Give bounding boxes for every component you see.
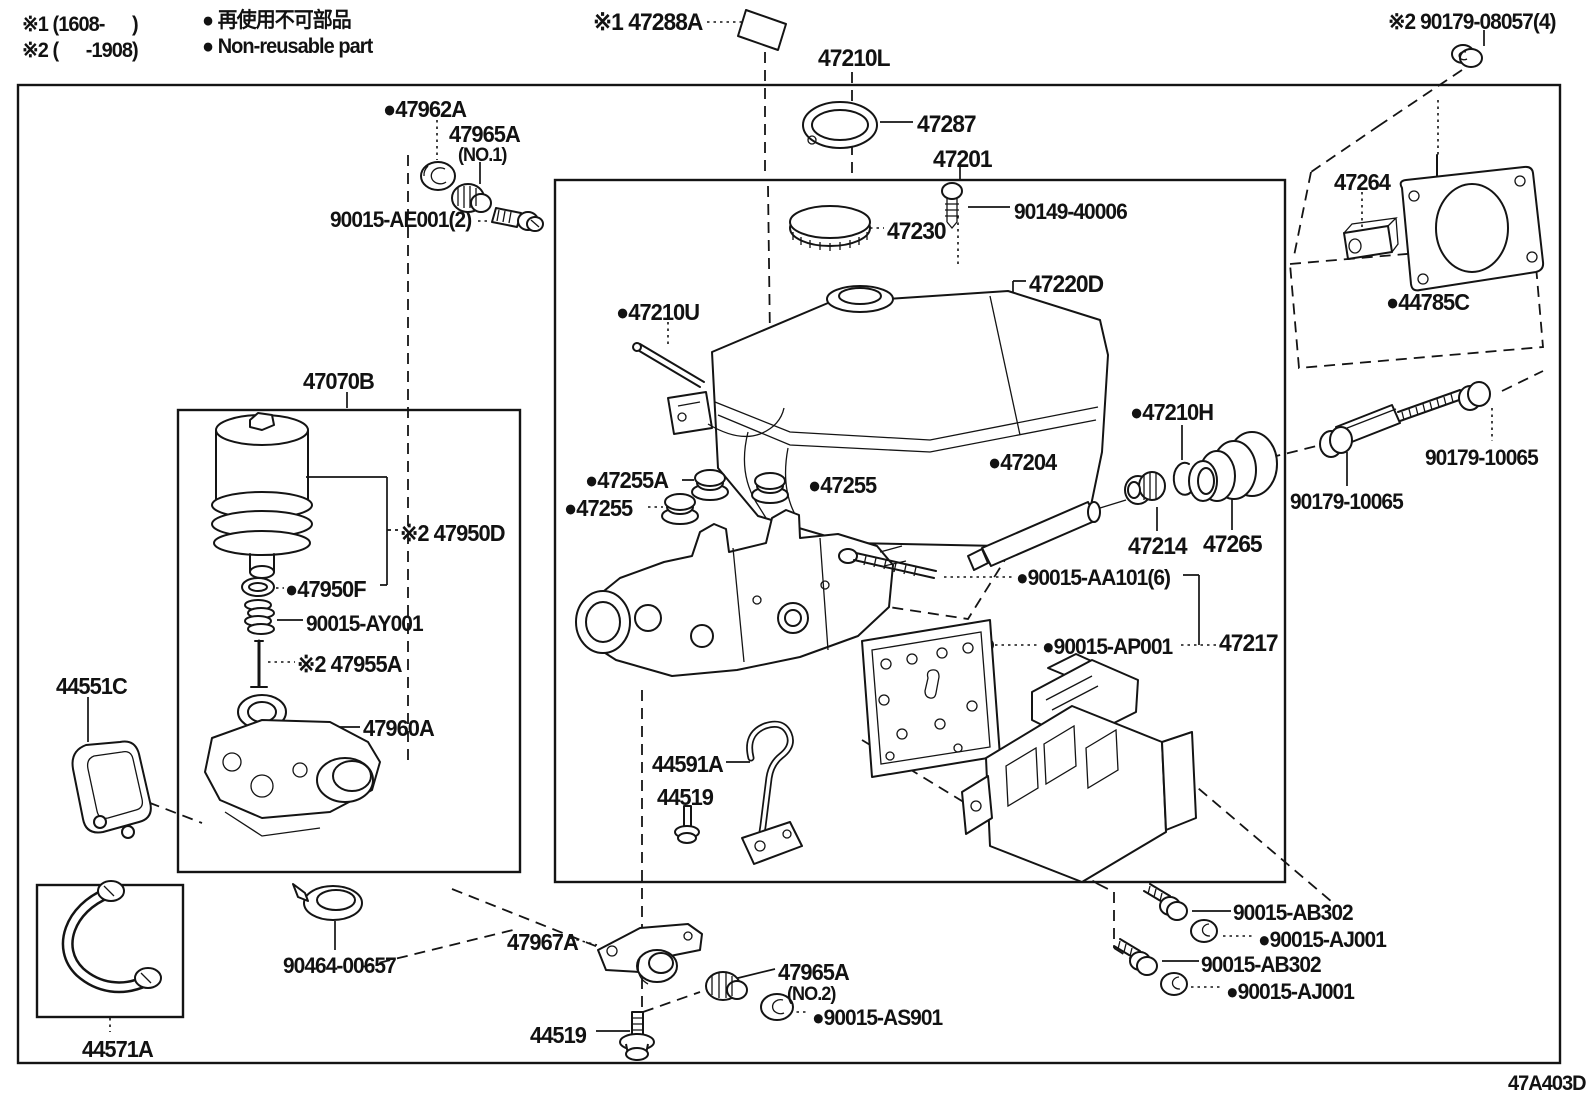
bolt-90015-AB302-upper-drawing <box>1143 883 1188 921</box>
label-47201: 47201 <box>933 146 993 173</box>
label-47204: ●47204 <box>988 449 1057 475</box>
label-47950D: ※2 47950D <box>400 520 505 546</box>
label-47950F: ●47950F <box>285 576 367 602</box>
label-47965A-no2-sub: (NO.2) <box>787 984 836 1005</box>
label-47230: 47230 <box>887 218 947 245</box>
label-47210U: ●47210U <box>616 299 700 325</box>
label-47070B: 47070B <box>303 368 375 394</box>
label-47288A: ※1 47288A <box>593 9 703 36</box>
diagram-code: 47A403D <box>1508 1072 1587 1095</box>
pipe-44591A-drawing <box>741 720 803 865</box>
label-47962A: ●47962A <box>383 96 467 122</box>
label-47965A-no1-sub: (NO.1) <box>458 145 507 166</box>
nut-90179-08057-drawing <box>1451 44 1483 68</box>
label-90149-40006: 90149-40006 <box>1014 199 1128 224</box>
hose-44571A-drawing <box>61 880 162 994</box>
label-47255-left: ●47255 <box>564 495 633 521</box>
label-47965A-no2: 47965A <box>778 959 850 985</box>
label-90464-00657: 90464-00657 <box>283 953 397 978</box>
label-47217: 47217 <box>1219 630 1279 657</box>
level-sensor-47210U-drawing <box>632 342 785 438</box>
label-90015-AJ001-upper: ●90015-AJ001 <box>1258 927 1387 952</box>
cap-47230-drawing <box>789 205 871 251</box>
label-47220D: 47220D <box>1029 271 1104 298</box>
booster-pump-47960A-drawing <box>204 694 381 837</box>
screw-90149-40006-drawing <box>941 182 963 230</box>
label-90015-AB302-upper: 90015-AB302 <box>1233 900 1354 925</box>
pin-47955A-drawing <box>250 639 268 688</box>
grommet-47965A-no1-drawing <box>451 183 492 213</box>
abs-actuator-drawing <box>961 653 1197 883</box>
label-47214: 47214 <box>1128 533 1188 560</box>
pushrod-90179-10065-drawing <box>1319 381 1491 458</box>
label-44785C: ●44785C <box>1386 289 1470 315</box>
note-asterisk2: ※2 ( -1908) <box>22 39 139 62</box>
label-47955A: ※2 47955A <box>297 651 402 677</box>
construction-lines <box>131 52 1544 1020</box>
master-cylinder-body-drawing <box>575 509 907 677</box>
cap-90015-AJ001-lower-drawing <box>1160 972 1188 996</box>
cap-90015-AJ001-upper-drawing <box>1190 919 1218 943</box>
clamp-44551C-drawing <box>71 740 152 839</box>
grommet-47965A-no2-drawing <box>705 971 748 1001</box>
label-90015-AA101: ●90015-AA101(6) <box>1016 565 1171 590</box>
label-47255-right: ●47255 <box>808 472 877 498</box>
label-90179-10065-right: 90179-10065 <box>1425 445 1539 470</box>
legend-non-reusable-jp: ● 再使用不可部品 <box>202 9 352 32</box>
reservoir-tank-47220D-drawing <box>711 285 1109 547</box>
bolt-44519-upper-drawing <box>674 805 700 844</box>
clamp-90464-00657-drawing <box>292 883 363 921</box>
label-47965A-no1: 47965A <box>449 121 521 147</box>
label-47967A: 47967A <box>507 929 579 955</box>
bolt-44519-lower-drawing <box>619 1011 655 1061</box>
pushrod-47204-drawing <box>967 499 1127 571</box>
seal-plate-47288A-drawing <box>737 9 787 51</box>
label-44571A: 44571A <box>82 1036 154 1062</box>
spring-90015-AY001-drawing <box>244 599 275 635</box>
label-47264: 47264 <box>1334 169 1391 195</box>
label-47255A: ●47255A <box>585 467 669 493</box>
label-90179-10065-left: 90179-10065 <box>1290 489 1404 514</box>
bracket-47967A-drawing <box>597 923 703 985</box>
oring-47950F-drawing <box>241 577 275 597</box>
oring-47210H-drawing <box>1172 461 1192 496</box>
gasket-plate-44785C-drawing <box>1399 154 1545 292</box>
legend-non-reusable-en: ● Non-reusable part <box>202 35 373 58</box>
label-90015-AE001: 90015-AE001(2) <box>330 207 472 232</box>
accumulator-47950D-drawing <box>211 412 313 579</box>
label-90015-AY001: 90015-AY001 <box>306 611 424 636</box>
clamp-block-47264-drawing <box>1343 217 1399 260</box>
stud-bolt-90015-AA101-drawing <box>838 548 937 579</box>
boot-47265-drawing <box>1188 431 1278 502</box>
label-90015-AJ001-lower: ●90015-AJ001 <box>1226 979 1355 1004</box>
label-47960A: 47960A <box>363 715 435 741</box>
label-47287: 47287 <box>917 111 977 138</box>
label-47210L: 47210L <box>818 45 891 72</box>
grommets-47255-drawing <box>661 469 789 525</box>
bolt-90015-AE001-drawing <box>491 207 544 232</box>
plate-47217-drawing <box>861 619 1001 778</box>
label-90015-AS901: ●90015-AS901 <box>812 1005 943 1030</box>
label-47210H: ●47210H <box>1130 399 1214 425</box>
label-47265: 47265 <box>1203 531 1263 558</box>
note-asterisk1: ※1 (1608- ) <box>22 13 139 36</box>
label-44519-upper: 44519 <box>657 784 714 810</box>
label-90179-08057: ※2 90179-08057(4) <box>1388 9 1556 34</box>
label-44551C: 44551C <box>56 673 128 699</box>
gasket-47287-drawing <box>802 101 878 149</box>
label-44591A: 44591A <box>652 751 724 777</box>
label-90015-AP001: ●90015-AP001 <box>1042 634 1173 659</box>
bolt-90015-AB302-lower-drawing <box>1113 938 1158 976</box>
label-90015-AB302-lower: 90015-AB302 <box>1201 952 1322 977</box>
cap-90015-AS901-drawing <box>760 993 794 1021</box>
grommet-47962A-drawing <box>420 161 456 191</box>
nut-47214-drawing <box>1124 471 1166 505</box>
label-44519-lower: 44519 <box>530 1022 587 1048</box>
